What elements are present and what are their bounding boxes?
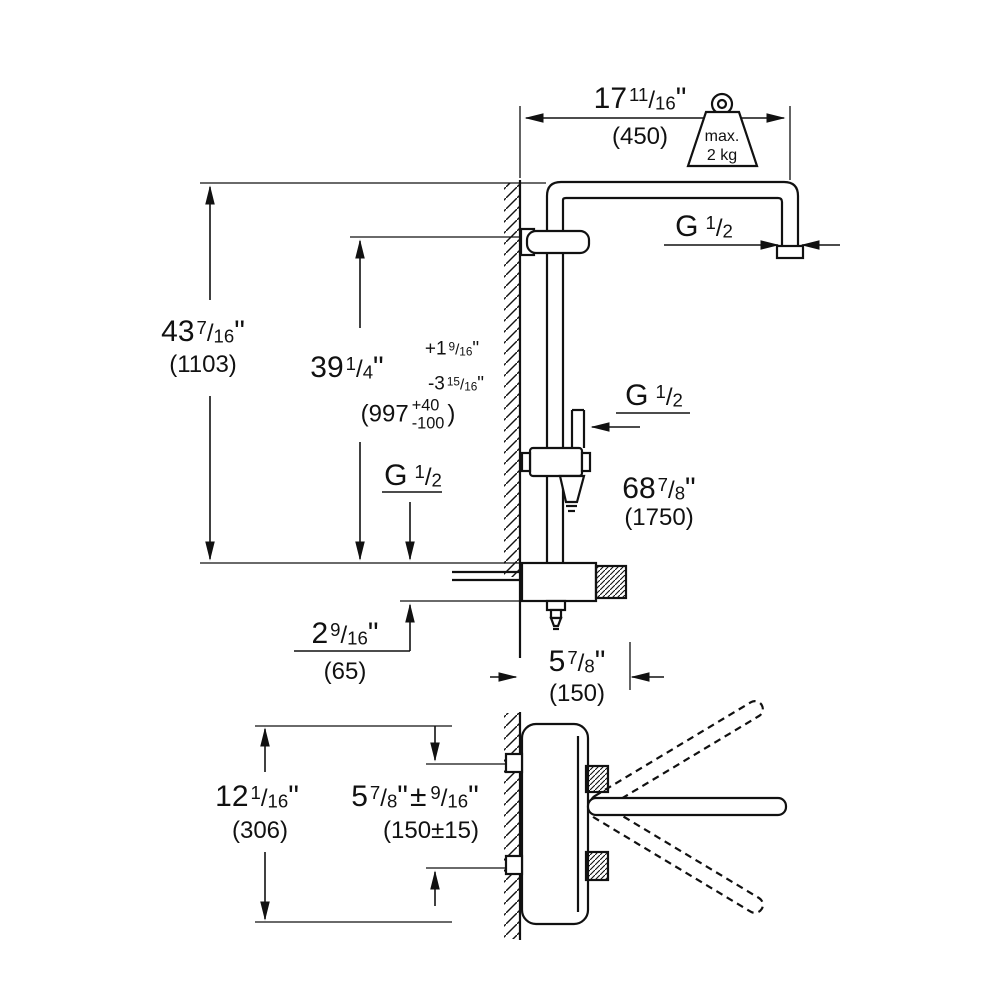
outlet-nipple xyxy=(545,599,567,612)
supply-connection-bottom xyxy=(504,854,524,876)
shower-head-thread-collar xyxy=(775,244,805,260)
handle-bottom-knurled xyxy=(584,850,610,882)
max-load-label-1: max. xyxy=(704,128,740,145)
thermostat-body xyxy=(452,561,628,631)
shower-column xyxy=(519,180,805,563)
dim-outlet-offset-mm: (65) xyxy=(323,658,367,685)
dim-trim-height-mm: (306) xyxy=(231,817,289,844)
handle-top-knurled xyxy=(584,764,610,794)
outlet-cone xyxy=(549,616,563,628)
dim-overall-height-mm: (1103) xyxy=(169,351,237,378)
shower-arm-inner xyxy=(561,196,784,563)
spout xyxy=(586,796,788,817)
spout-position-down xyxy=(589,802,764,914)
slider-knob-left xyxy=(520,451,532,473)
body-housing xyxy=(520,561,598,603)
body-handle-knurled xyxy=(594,564,628,600)
wall-section xyxy=(504,180,522,940)
dim-hand-shower-height-mm: (1750) xyxy=(624,504,694,531)
trim-plate xyxy=(520,722,590,926)
dim-connection-spacing-mm: (150±15) xyxy=(383,817,479,844)
extension-lines xyxy=(200,106,791,923)
max-load-icon xyxy=(686,92,759,168)
wall-hatching-upper xyxy=(504,183,520,577)
max-load-label-2: 2 kg xyxy=(706,147,738,164)
dim-body-depth-mm: (150) xyxy=(548,680,606,707)
outlet-nipple xyxy=(549,608,563,620)
spout-position-up xyxy=(589,700,764,812)
wall-hatching-lower xyxy=(504,713,520,939)
exposed-thermostat-trim xyxy=(504,700,788,926)
slider-knob-right xyxy=(580,451,592,473)
dim-arm-reach-mm: (450) xyxy=(611,123,669,150)
leader-underlines xyxy=(294,244,744,652)
bracket-knob xyxy=(525,229,591,255)
hand-shower-holder-cone xyxy=(558,474,586,504)
shower-arm-outer xyxy=(545,180,800,563)
supply-connection-top xyxy=(504,752,524,774)
hand-shower-slider xyxy=(528,446,584,478)
dim-rail-height-mm: (997+40-100) xyxy=(360,396,456,432)
